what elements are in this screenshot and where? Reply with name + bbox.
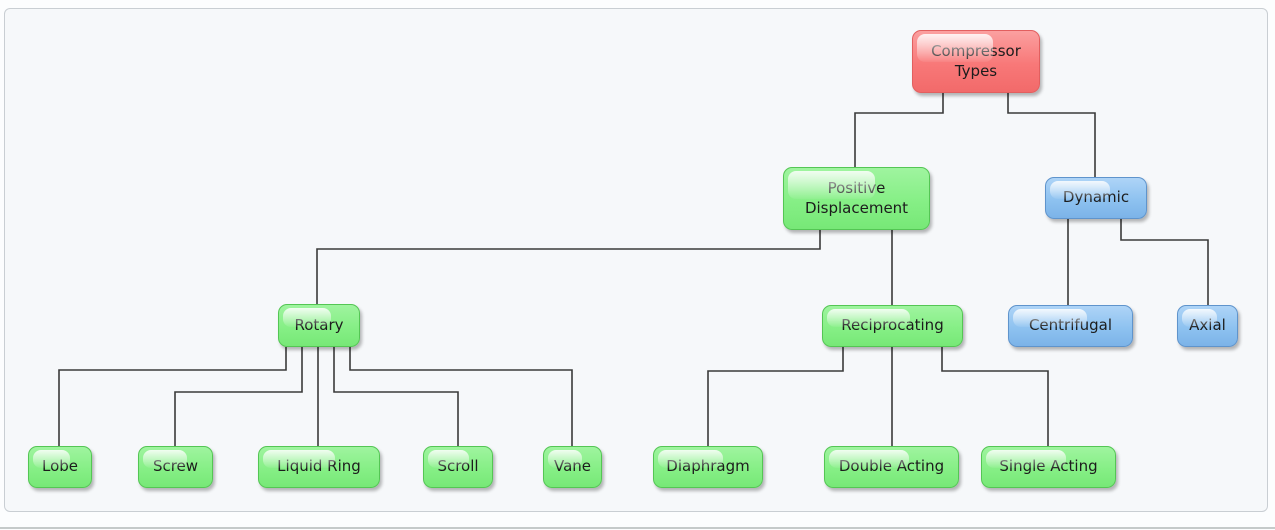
node-rotary: Rotary	[278, 304, 360, 347]
connector-line	[333, 347, 459, 446]
node-liquid-ring: Liquid Ring	[258, 446, 380, 488]
connector-line	[349, 347, 573, 446]
node-reciprocating: Reciprocating	[822, 305, 963, 347]
connector-line	[316, 230, 821, 304]
connector-line	[1120, 219, 1209, 305]
connector-line	[854, 93, 944, 167]
node-single-acting: Single Acting	[981, 446, 1116, 488]
connector-line	[174, 347, 303, 446]
diagram-panel-border	[4, 8, 1268, 512]
node-screw: Screw	[138, 446, 213, 488]
node-axial: Axial	[1177, 305, 1238, 347]
node-vane: Vane	[543, 446, 602, 488]
connector-line	[1007, 93, 1096, 177]
connector-line	[941, 347, 1049, 446]
window-bottom-edge	[0, 527, 1275, 529]
node-centrifugal: Centrifugal	[1008, 305, 1133, 347]
connector-line	[58, 347, 287, 446]
node-lobe: Lobe	[28, 446, 92, 488]
node-compressor-types: Compressor Types	[912, 30, 1040, 93]
node-scroll: Scroll	[423, 446, 493, 488]
node-dynamic: Dynamic	[1045, 177, 1147, 219]
connector-line	[707, 347, 844, 446]
node-diaphragm: Diaphragm	[653, 446, 763, 488]
node-positive-displacement: Positive Displacement	[783, 167, 930, 230]
node-double-acting: Double Acting	[824, 446, 959, 488]
